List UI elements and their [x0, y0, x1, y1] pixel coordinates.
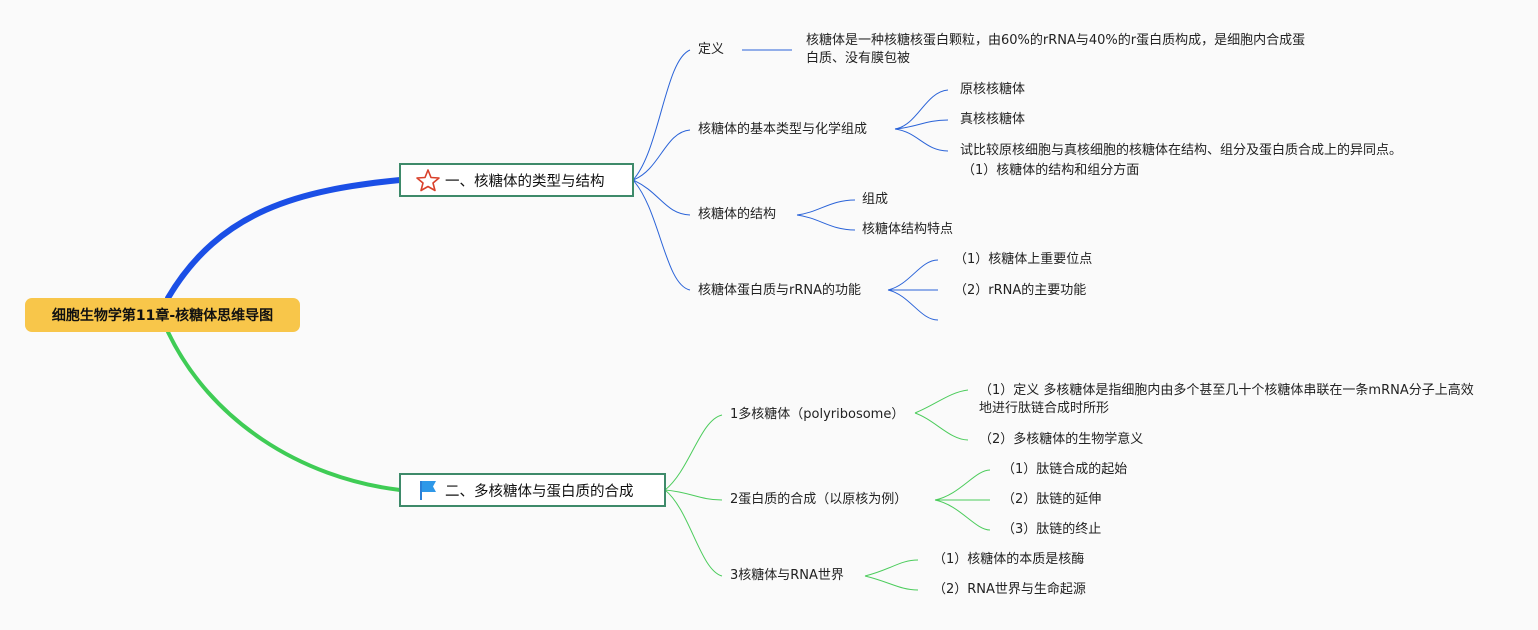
- topic-chain-termination[interactable]: （3）肽链的终止: [1002, 522, 1102, 537]
- topic-ribozyme[interactable]: （1）核糖体的本质是核酶: [933, 552, 1085, 567]
- main-branch-1-line: [165, 177, 403, 301]
- branch-2-sublines: [664, 389, 991, 591]
- topic-types-and-structure-label: 一、核糖体的类型与结构: [445, 173, 605, 190]
- topic-chain-elongation[interactable]: （2）肽链的延伸: [1002, 492, 1102, 507]
- topic-protein-synthesis[interactable]: 2蛋白质的合成（以原核为例）: [730, 492, 908, 507]
- topic-composition[interactable]: 组成: [862, 192, 889, 207]
- compare-note: （1）核糖体的结构和组分方面: [962, 163, 1140, 178]
- topic-polysome-and-synthesis-label: 二、多核糖体与蛋白质的合成: [445, 483, 634, 500]
- topic-eukaryotic-ribosome[interactable]: 真核核糖体: [960, 112, 1026, 127]
- topic-polyribosome[interactable]: 1多核糖体（polyribosome）: [730, 407, 905, 422]
- topic-polysome-significance[interactable]: （2）多核糖体的生物学意义: [979, 432, 1144, 447]
- topic-structure-features[interactable]: 核糖体结构特点: [862, 222, 954, 237]
- topic-types-and-structure[interactable]: 一、核糖体的类型与结构: [399, 163, 634, 197]
- topic-polysome-definition[interactable]: （1）定义 多核糖体是指细胞内由多个甚至几十个核糖体串联在一条mRNA分子上高效…: [979, 383, 1474, 416]
- topic-chain-initiation[interactable]: （1）肽链合成的起始: [1002, 462, 1128, 477]
- topic-rna-world[interactable]: 3核糖体与RNA世界: [730, 568, 844, 583]
- topic-compare-ribosomes[interactable]: 试比较原核细胞与真核细胞的核糖体在结构、组分及蛋白质合成上的异同点。: [960, 143, 1403, 158]
- topic-polysome-and-synthesis[interactable]: 二、多核糖体与蛋白质的合成: [399, 473, 666, 507]
- definition-text: 核糖体是一种核糖核蛋白颗粒，由60%的rRNA与40%的r蛋白质构成，是细胞内合…: [806, 33, 1306, 66]
- branch-1-sublines: [632, 49, 949, 321]
- topic-ribosome-structure[interactable]: 核糖体的结构: [698, 207, 777, 222]
- root-topic[interactable]: 细胞生物学第11章-核糖体思维导图: [25, 298, 300, 332]
- topic-protein-rrna-function[interactable]: 核糖体蛋白质与rRNA的功能: [698, 283, 861, 298]
- root-topic-label: 细胞生物学第11章-核糖体思维导图: [51, 308, 274, 324]
- flag-icon: [415, 478, 441, 502]
- star-icon: [415, 168, 441, 192]
- topic-rrna-main-function[interactable]: （2）rRNA的主要功能: [954, 283, 1087, 298]
- topic-important-sites[interactable]: （1）核糖体上重要位点: [954, 252, 1093, 267]
- topic-basic-types[interactable]: 核糖体的基本类型与化学组成: [698, 122, 868, 137]
- topic-prokaryotic-ribosome[interactable]: 原核核糖体: [960, 82, 1026, 97]
- main-branch-2-line: [166, 330, 402, 492]
- topic-origin-of-life[interactable]: （2）RNA世界与生命起源: [933, 582, 1086, 597]
- topic-definition[interactable]: 定义: [698, 42, 725, 57]
